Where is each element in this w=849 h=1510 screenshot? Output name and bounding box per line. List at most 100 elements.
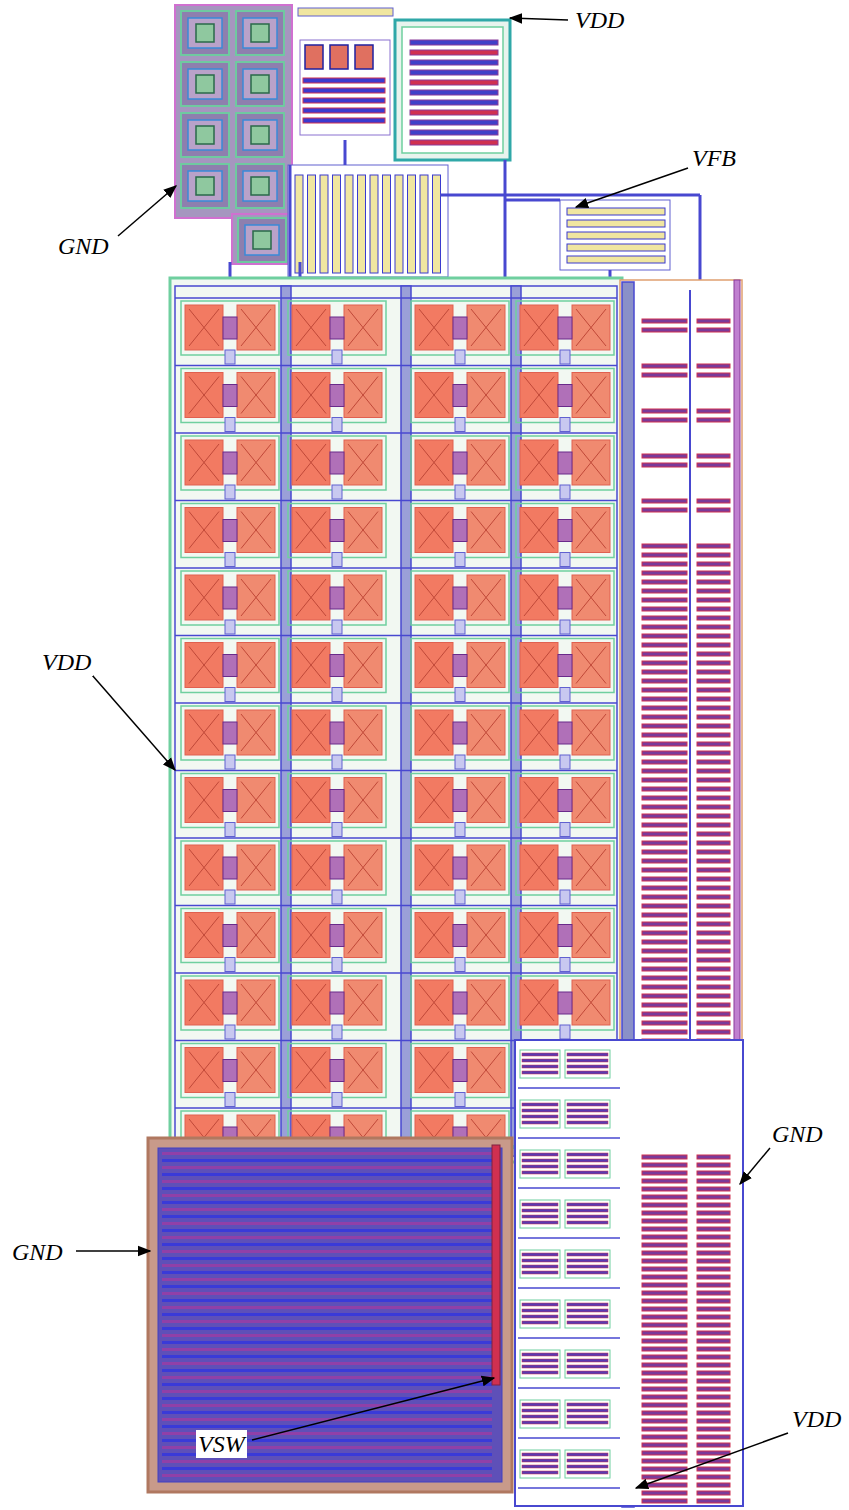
drain-source-pad: [467, 980, 505, 1025]
contact-mark: [576, 984, 606, 1021]
contact-mark: [241, 377, 271, 414]
row-wire: [175, 837, 617, 839]
capacitor-finger: [162, 1194, 492, 1197]
driver-finger: [697, 850, 730, 854]
drain-source-pad: [572, 575, 610, 620]
driver-finger: [697, 1187, 730, 1191]
drain-source-pad: [344, 508, 382, 553]
logic-finger: [522, 1453, 558, 1456]
driver-finger: [697, 1195, 730, 1199]
driver-finger: [642, 616, 687, 620]
logic-finger: [567, 1303, 608, 1306]
gate-contact: [330, 385, 344, 407]
feedback-resistor: [567, 232, 665, 239]
driver-finger: [642, 589, 687, 593]
capacitor-finger: [162, 1271, 492, 1274]
logic-finger: [567, 1159, 608, 1162]
driver-finger: [642, 598, 687, 602]
contact-mark: [524, 444, 554, 481]
contact-mark: [419, 984, 449, 1021]
contact-mark: [576, 309, 606, 346]
contact-mark: [419, 917, 449, 954]
contact-mark: [576, 782, 606, 819]
driver-finger: [697, 1203, 730, 1207]
supply-device: [410, 120, 498, 125]
contact-mark: [419, 782, 449, 819]
drain-source-pad: [292, 305, 330, 350]
ground-cell: [243, 18, 277, 48]
gate-via: [332, 553, 342, 567]
drain-source-pad: [415, 643, 453, 688]
logic-finger: [567, 1353, 608, 1356]
driver-finger: [642, 562, 687, 566]
logic-wire: [518, 1287, 620, 1289]
routing-wire: [440, 194, 700, 197]
driver-finger: [697, 778, 730, 782]
decoupling-capacitor: [158, 1148, 502, 1482]
contact-mark: [471, 579, 501, 616]
ground-cell: [251, 177, 269, 195]
contact-mark: [419, 782, 449, 819]
row-wire: [175, 702, 617, 704]
driver-finger: [697, 1427, 730, 1431]
logic-wire: [518, 1187, 620, 1189]
drain-source-pad: [467, 575, 505, 620]
driver-finger: [697, 463, 730, 467]
driver-finger: [642, 1243, 687, 1247]
logic-finger: [567, 1209, 608, 1212]
driver-finger: [642, 1491, 687, 1495]
contact-mark: [189, 309, 219, 346]
ground-cell: [251, 126, 269, 144]
logic-finger: [522, 1465, 558, 1468]
contact-mark: [296, 917, 326, 954]
logic-finger: [567, 1403, 608, 1406]
contact-mark: [576, 917, 606, 954]
driver-finger: [642, 742, 687, 746]
contact-mark: [296, 782, 326, 819]
driver-finger: [642, 1187, 687, 1191]
gate-via: [455, 350, 465, 364]
contact-mark: [471, 444, 501, 481]
contact-mark: [189, 917, 219, 954]
driver-finger: [697, 895, 730, 899]
driver-finger: [642, 1323, 687, 1327]
gate-via: [332, 418, 342, 432]
drain-source-pad: [467, 845, 505, 890]
gate-contact: [330, 790, 344, 812]
small-device: [303, 88, 385, 93]
ground-cell: [196, 126, 214, 144]
transistor-cell: [181, 1044, 279, 1098]
contact-mark: [296, 714, 326, 751]
pin-label: VSW: [196, 1430, 247, 1458]
capacitor-finger: [162, 1173, 492, 1176]
contact-mark: [576, 917, 606, 954]
contact-mark: [296, 377, 326, 414]
gate-via: [225, 823, 235, 837]
drain-source-pad: [467, 508, 505, 553]
bus-bar: [401, 286, 411, 1156]
pin-label: VFB: [690, 144, 738, 172]
driver-finger: [697, 1211, 730, 1215]
drain-source-pad: [520, 373, 558, 418]
gate-via: [455, 553, 465, 567]
drain-source-pad: [292, 845, 330, 890]
contact-mark: [348, 512, 378, 549]
contact-mark: [189, 377, 219, 414]
resistor-finger: [295, 175, 303, 273]
contact-mark: [348, 444, 378, 481]
driver-finger: [642, 679, 687, 683]
contact-mark: [296, 1052, 326, 1089]
capacitor-finger: [162, 1208, 492, 1211]
contact-mark: [241, 579, 271, 616]
contact-mark: [241, 714, 271, 751]
contact-mark: [296, 579, 326, 616]
drain-source-pad: [520, 980, 558, 1025]
gate-via: [560, 755, 570, 769]
contact-mark: [348, 579, 378, 616]
supply-device: [410, 60, 498, 65]
driver-finger: [642, 1211, 687, 1215]
driver-finger: [697, 841, 730, 845]
logic-finger: [522, 1371, 558, 1374]
gate-via: [560, 553, 570, 567]
contact-mark: [296, 984, 326, 1021]
